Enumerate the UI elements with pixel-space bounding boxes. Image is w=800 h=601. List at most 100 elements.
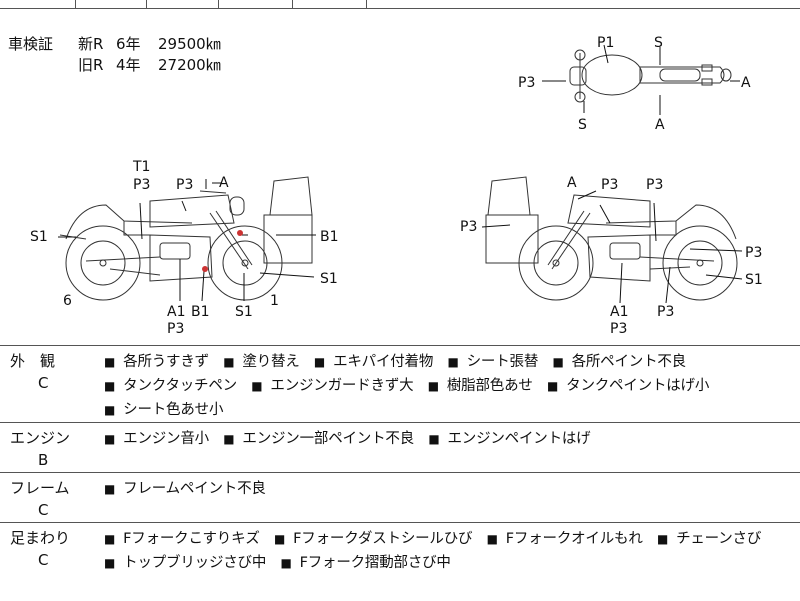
issue-item: ■タンクペイントはげ小 [547, 378, 709, 394]
issue-list: ■エンジン音小 ■ エンジン一部ペイント不良 ■ エンジンペイントはげ [104, 427, 794, 451]
issue-text: 各所うすきず [123, 354, 209, 370]
old-kind: 旧R [78, 56, 104, 74]
bullet-square-icon: ■ [104, 556, 116, 570]
issue-text: タンクタッチペン [123, 378, 237, 394]
bullet-square-icon: ■ [104, 432, 116, 446]
right-label-p3: P3 [460, 219, 477, 235]
right-label-p3: P3 [657, 304, 674, 320]
issue-item: ■塗り替え [223, 354, 300, 370]
bullet-square-icon: ■ [274, 532, 286, 546]
inspection-title: 車検証 [8, 35, 54, 53]
issue-item: ■エンジン音小 [104, 431, 209, 447]
issue-list: ■Fフォークこすりキズ ■Fフォークダストシールひび ■Fフォークオイルもれ ■… [104, 527, 794, 575]
right-label-p3: P3 [646, 177, 663, 193]
issue-item: ■ チェーンさび [657, 531, 761, 547]
right-label-p3: P3 [601, 177, 618, 193]
top-label-a: A [655, 117, 665, 133]
bullet-square-icon: ■ [104, 403, 116, 417]
new-mileage: 29500㎞ [158, 35, 221, 53]
left-label-t1: T1 [132, 159, 150, 175]
issue-text: フレームペイント不良 [123, 481, 266, 497]
issue-item: ■各所ペイント不良 [552, 354, 686, 370]
right-label-a: A [567, 175, 577, 191]
right-label-s1: S1 [745, 272, 763, 288]
bullet-square-icon: ■ [428, 432, 440, 446]
motorcycle-damage-diagram: P1 S P3 A S A T1 P3 P3 A S1 B1 S1 A1 B1 … [30, 35, 763, 337]
right-label-p3: P3 [610, 321, 627, 337]
bullet-square-icon: ■ [104, 379, 116, 393]
issue-item: ■ Fフォーク摺動部さび中 [280, 555, 450, 571]
left-label-a1: A1 [167, 304, 185, 320]
section-grade: C [38, 551, 49, 569]
table-divider [75, 0, 76, 8]
left-label-p3: P3 [167, 321, 184, 337]
issue-text: Fフォークオイルもれ [505, 531, 643, 547]
right-label-a1: A1 [610, 304, 628, 320]
issue-text: シート色あせ小 [123, 402, 224, 418]
issue-item: ■Fフォークダストシールひび [274, 531, 473, 547]
issue-text: エンジン一部ペイント不良 [242, 431, 415, 447]
table-divider [366, 0, 367, 8]
left-label-6: 6 [63, 293, 72, 309]
bullet-square-icon: ■ [223, 432, 235, 446]
top-label-s: S [578, 117, 587, 133]
bullet-square-icon: ■ [251, 379, 263, 393]
left-label-s1: S1 [235, 304, 253, 320]
section-name: エンジン [10, 429, 71, 447]
issue-item: ■ シート張替 [447, 354, 538, 370]
damage-markers [202, 230, 243, 272]
issue-text: エキパイ付着物 [333, 354, 434, 370]
issue-text: シート張替 [466, 354, 539, 370]
top-label-a: A [741, 75, 751, 91]
left-label-p3: P3 [133, 177, 150, 193]
section-name: フレーム [10, 479, 70, 497]
new-kind: 新R [78, 35, 104, 53]
issue-item: ■樹脂部色あせ [428, 378, 533, 394]
section-label: 足まわり C [10, 527, 90, 571]
left-label-1: 1 [270, 293, 279, 309]
issue-item: ■エンジンガードきず大 [251, 378, 413, 394]
issue-item: ■ Fフォークオイルもれ [487, 531, 643, 547]
section-label: エンジン B [10, 427, 90, 471]
issue-text: 樹脂部色あせ [446, 378, 533, 394]
issue-item: ■ フレームペイント不良 [104, 481, 266, 497]
issue-text: エンジンペイントはげ [447, 431, 591, 447]
issue-text: チェーンさび [676, 531, 762, 547]
motorcycle-left-view [59, 176, 313, 301]
section-label: 外 観 C [10, 350, 90, 394]
section-grade: C [38, 501, 49, 519]
bullet-square-icon: ■ [447, 355, 459, 369]
issue-text: トップブリッジさび中 [123, 555, 267, 571]
issue-text: Fフォーク摺動部さび中 [299, 555, 451, 571]
table-divider [292, 0, 293, 8]
section-grade: B [38, 451, 49, 469]
issue-item: ■ エンジン一部ペイント不良 [223, 431, 414, 447]
old-mileage: 27200㎞ [158, 56, 221, 74]
issue-item: ■Fフォークこすりキズ [104, 531, 260, 547]
bullet-square-icon: ■ [280, 556, 292, 570]
bullet-square-icon: ■ [552, 355, 564, 369]
section-name: 外 観 [10, 352, 56, 370]
right-label-p3: P3 [745, 245, 762, 261]
bullet-square-icon: ■ [313, 355, 326, 369]
left-label-a: A [219, 175, 229, 191]
bullet-square-icon: ■ [104, 482, 116, 496]
issue-text: Fフォークこすりキズ [123, 531, 260, 547]
issue-item: ■ 各所うすきず [104, 354, 209, 370]
section-grade: C [38, 374, 49, 392]
section-exterior: 外 観 C ■ 各所うすきず ■塗り替え ■ エキパイ付着物 ■ シート張替 ■各所ペ… [0, 345, 800, 423]
top-label-p3: P3 [518, 75, 535, 91]
top-label-p1: P1 [597, 35, 614, 51]
section-frame: フレーム C ■ フレームペイント不良 [0, 472, 800, 523]
left-label-s1: S1 [320, 271, 338, 287]
bullet-square-icon: ■ [486, 532, 498, 546]
top-table-strip [0, 0, 800, 9]
bullet-square-icon: ■ [656, 532, 669, 546]
issue-text: タンクペイントはげ小 [566, 378, 710, 394]
motorcycle-top-view [569, 49, 732, 103]
issue-list: ■ フレームペイント不良 [104, 477, 794, 501]
issue-item: ■ エンジンペイントはげ [428, 431, 590, 447]
table-divider [146, 0, 147, 8]
bullet-square-icon: ■ [104, 355, 116, 369]
